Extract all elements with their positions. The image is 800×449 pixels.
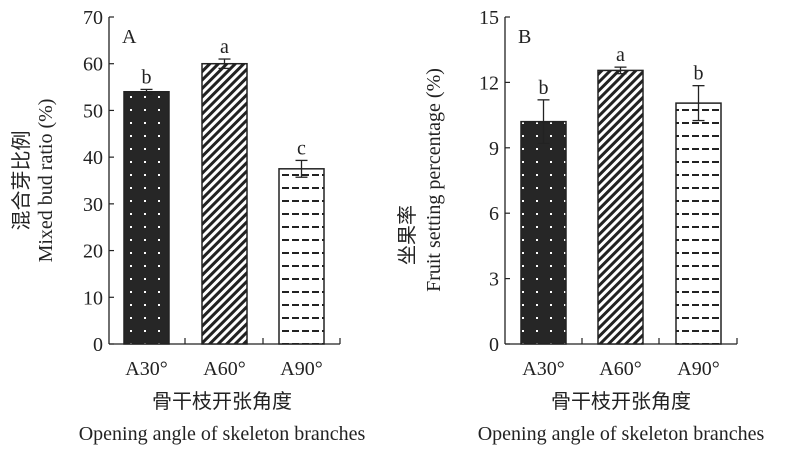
y-tick-label: 70 <box>83 7 103 29</box>
bar <box>201 62 248 345</box>
bar <box>597 69 644 345</box>
panel-label: A <box>122 26 137 48</box>
panel-label: B <box>518 26 531 48</box>
bar <box>278 168 325 345</box>
significance-label: b <box>142 66 152 88</box>
x-axis-label: Opening angle of skeleton branches <box>478 423 765 445</box>
bar <box>123 90 170 345</box>
y-tick-label: 12 <box>479 72 499 94</box>
significance-label: b <box>694 63 704 85</box>
x-axis-label-cn: 骨干枝开张角度 <box>152 390 292 413</box>
x-tick-label: A60° <box>203 358 245 380</box>
x-tick-label: A90° <box>280 358 322 380</box>
bar <box>520 120 567 345</box>
x-tick-label: A30° <box>522 358 564 380</box>
y-tick-label: 30 <box>83 194 103 216</box>
significance-label: c <box>297 137 306 159</box>
bar <box>675 102 722 345</box>
x-tick-label: A60° <box>599 358 641 380</box>
y-tick-label: 60 <box>83 54 103 76</box>
y-axis-label-cn: 坐果率 <box>396 205 419 265</box>
y-tick-label: 50 <box>83 100 103 122</box>
y-tick-label: 6 <box>489 203 499 225</box>
y-tick-label: 3 <box>489 269 499 291</box>
y-tick-label: 0 <box>489 334 499 356</box>
y-tick-label: 9 <box>489 138 499 160</box>
x-axis-label-cn: 骨干枝开张角度 <box>551 390 691 413</box>
x-tick-label: A90° <box>677 358 719 380</box>
significance-label: a <box>616 44 625 66</box>
y-axis-label: Mixed bud ratio (%) <box>35 99 57 263</box>
y-tick-label: 20 <box>83 241 103 263</box>
y-axis-label-cn: 混合芽比例 <box>10 131 33 231</box>
y-tick-label: 0 <box>93 334 103 356</box>
x-axis-label: Opening angle of skeleton branches <box>79 423 366 445</box>
significance-label: b <box>539 77 549 99</box>
significance-label: a <box>220 36 229 58</box>
y-tick-label: 40 <box>83 147 103 169</box>
x-tick-label: A30° <box>125 358 167 380</box>
y-tick-label: 15 <box>479 7 499 29</box>
y-tick-label: 10 <box>83 287 103 309</box>
y-axis-label: Fruit setting percentage (%) <box>423 68 445 292</box>
